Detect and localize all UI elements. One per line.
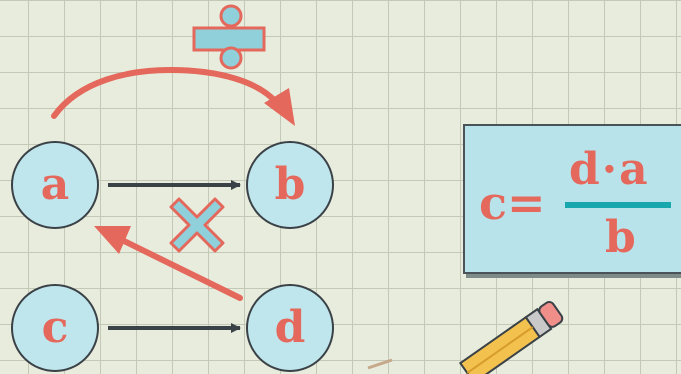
- formula-lhs: c=: [479, 176, 546, 230]
- node-d: d: [246, 284, 334, 372]
- node-a-label: a: [41, 159, 70, 210]
- arrow-d-to-a: [94, 226, 243, 301]
- pencil-icon: [458, 300, 564, 374]
- node-b: b: [246, 141, 334, 229]
- fraction-bar: [565, 202, 671, 208]
- node-c: c: [11, 284, 99, 372]
- curved-arrow-a-to-b: [51, 66, 295, 126]
- node-a: a: [11, 141, 99, 229]
- formula-numerator: d·a: [569, 144, 650, 195]
- node-d-label: d: [275, 302, 306, 353]
- node-b-label: b: [275, 159, 306, 210]
- formula-denominator: b: [605, 212, 636, 263]
- multiply-icon: [169, 197, 225, 253]
- node-c-label: c: [42, 302, 69, 353]
- pencil-line-mark: [367, 358, 393, 370]
- divide-icon: [192, 4, 266, 70]
- formula-box: c= d·a b: [463, 124, 681, 274]
